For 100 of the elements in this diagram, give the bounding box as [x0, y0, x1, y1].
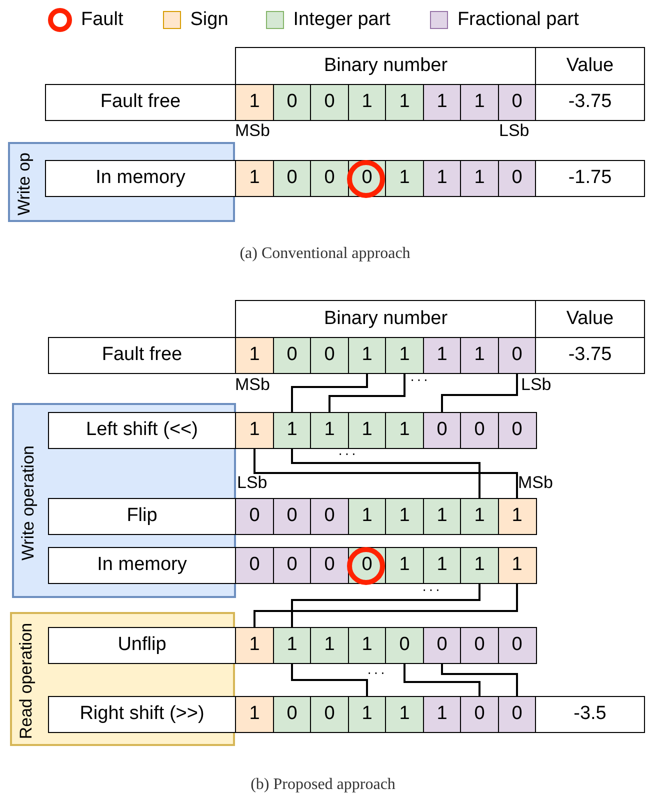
- row-label: In memory: [48, 547, 236, 584]
- row-label: Right shift (>>): [48, 696, 236, 733]
- bit-cell: 1: [235, 627, 274, 664]
- bit-order-label: LSb: [521, 376, 552, 393]
- column-header: Binary number: [235, 47, 536, 85]
- bit-cell: 0: [272, 547, 312, 584]
- bit-cell: 0: [422, 627, 462, 664]
- bit-cell: 1: [385, 160, 424, 197]
- bit-cell: 1: [348, 84, 386, 121]
- bit-order-label: LSb: [237, 474, 268, 491]
- bit-cell: 1: [348, 337, 386, 374]
- bit-cell: 1: [385, 412, 424, 449]
- bit-cell: 1: [272, 627, 312, 664]
- row-label: Flip: [48, 498, 236, 535]
- bit-cell: 0: [498, 84, 536, 121]
- bit-cell: 1: [460, 547, 499, 584]
- bit-cell: 0: [310, 337, 349, 374]
- band-title: Read operation: [18, 622, 34, 740]
- operation-band: [12, 403, 236, 598]
- bit-cell: 1: [235, 84, 274, 121]
- bit-cell: 1: [348, 498, 386, 535]
- value-cell: -3.75: [535, 84, 645, 121]
- ellipsis-mark: ···: [410, 372, 430, 386]
- bit-cell: 1: [385, 337, 424, 374]
- bit-cell: 1: [460, 160, 499, 197]
- bit-cell: 0: [422, 412, 462, 449]
- bit-cell: 0: [272, 498, 312, 535]
- bit-cell: 0: [310, 498, 349, 535]
- band-title: Write operation: [20, 445, 36, 560]
- bit-cell: 1: [235, 337, 274, 374]
- bit-cell: 0: [272, 84, 312, 121]
- bit-cell: 0: [498, 160, 536, 197]
- operation-band: [8, 142, 235, 222]
- figure-caption: (b) Proposed approach: [250, 775, 396, 795]
- bit-cell: 0: [272, 696, 312, 733]
- column-header: Value: [535, 47, 645, 85]
- bit-cell: 0: [310, 160, 349, 197]
- legend-label: Sign: [190, 8, 228, 32]
- bit-cell: 1: [385, 547, 424, 584]
- bit-cell: 1: [385, 498, 424, 535]
- bit-cell: 0: [385, 627, 424, 664]
- bit-cell: 1: [422, 84, 462, 121]
- operation-band: [10, 612, 235, 746]
- bit-order-label: MSb: [235, 376, 270, 393]
- bit-cell: 1: [460, 498, 499, 535]
- connector-line: [291, 374, 368, 412]
- bit-cell: 1: [348, 627, 386, 664]
- connector-line: [291, 584, 480, 627]
- bit-cell: 0: [498, 412, 536, 449]
- bit-cell: 0: [498, 696, 536, 733]
- bit-cell: 0: [235, 547, 274, 584]
- legend-label: Fault: [81, 8, 124, 32]
- row-label: Fault free: [48, 337, 236, 374]
- bit-cell: 0: [272, 160, 312, 197]
- bit-cell: 0: [310, 696, 349, 733]
- ellipsis-mark: ···: [422, 582, 442, 596]
- connector-line: [291, 449, 480, 498]
- column-header: Value: [535, 300, 645, 338]
- bit-cell: 1: [422, 160, 462, 197]
- row-label: In memory: [45, 160, 236, 197]
- bit-cell: 0: [460, 627, 499, 664]
- bit-cell: 1: [422, 547, 462, 584]
- legend-label: Fractional part: [457, 8, 579, 32]
- band-title: Write op: [16, 152, 32, 216]
- column-header: Binary number: [235, 300, 536, 338]
- bit-cell: 1: [235, 160, 274, 197]
- bit-cell: 1: [385, 696, 424, 733]
- bit-cell: 1: [460, 337, 499, 374]
- connector-line: [441, 374, 518, 412]
- bit-cell: 1: [422, 498, 462, 535]
- bit-cell: 1: [498, 498, 536, 535]
- bit-cell: 1: [385, 84, 424, 121]
- row-label: Unflip: [48, 627, 236, 664]
- bit-cell: 1: [498, 547, 536, 584]
- value-cell: -3.75: [535, 337, 645, 374]
- bit-order-label: MSb: [235, 122, 270, 139]
- bit-cell: 1: [310, 627, 349, 664]
- connector-line: [254, 449, 518, 498]
- bit-cell: 0: [235, 498, 274, 535]
- bit-cell: 0: [460, 696, 499, 733]
- figure-caption: (a) Conventional approach: [240, 244, 410, 264]
- bit-cell: 1: [348, 696, 386, 733]
- bit-cell: 0: [310, 84, 349, 121]
- value-cell: -1.75: [535, 160, 645, 197]
- bit-cell: 0: [498, 337, 536, 374]
- legend-label: Integer part: [293, 8, 390, 32]
- connector-line: [404, 664, 480, 696]
- bit-cell: 1: [460, 84, 499, 121]
- bit-cell: 1: [422, 337, 462, 374]
- bit-cell: 1: [235, 412, 274, 449]
- bit-cell: 0: [272, 337, 312, 374]
- connector-line: [441, 664, 518, 696]
- bit-cell: 0: [310, 547, 349, 584]
- bit-cell: 1: [348, 412, 386, 449]
- row-label: Left shift (<<): [48, 412, 236, 449]
- bit-cell: 0: [498, 627, 536, 664]
- connector-line: [254, 584, 518, 627]
- bit-cell: 1: [235, 696, 274, 733]
- bit-cell: 1: [422, 696, 462, 733]
- bit-order-label: MSb: [518, 474, 553, 491]
